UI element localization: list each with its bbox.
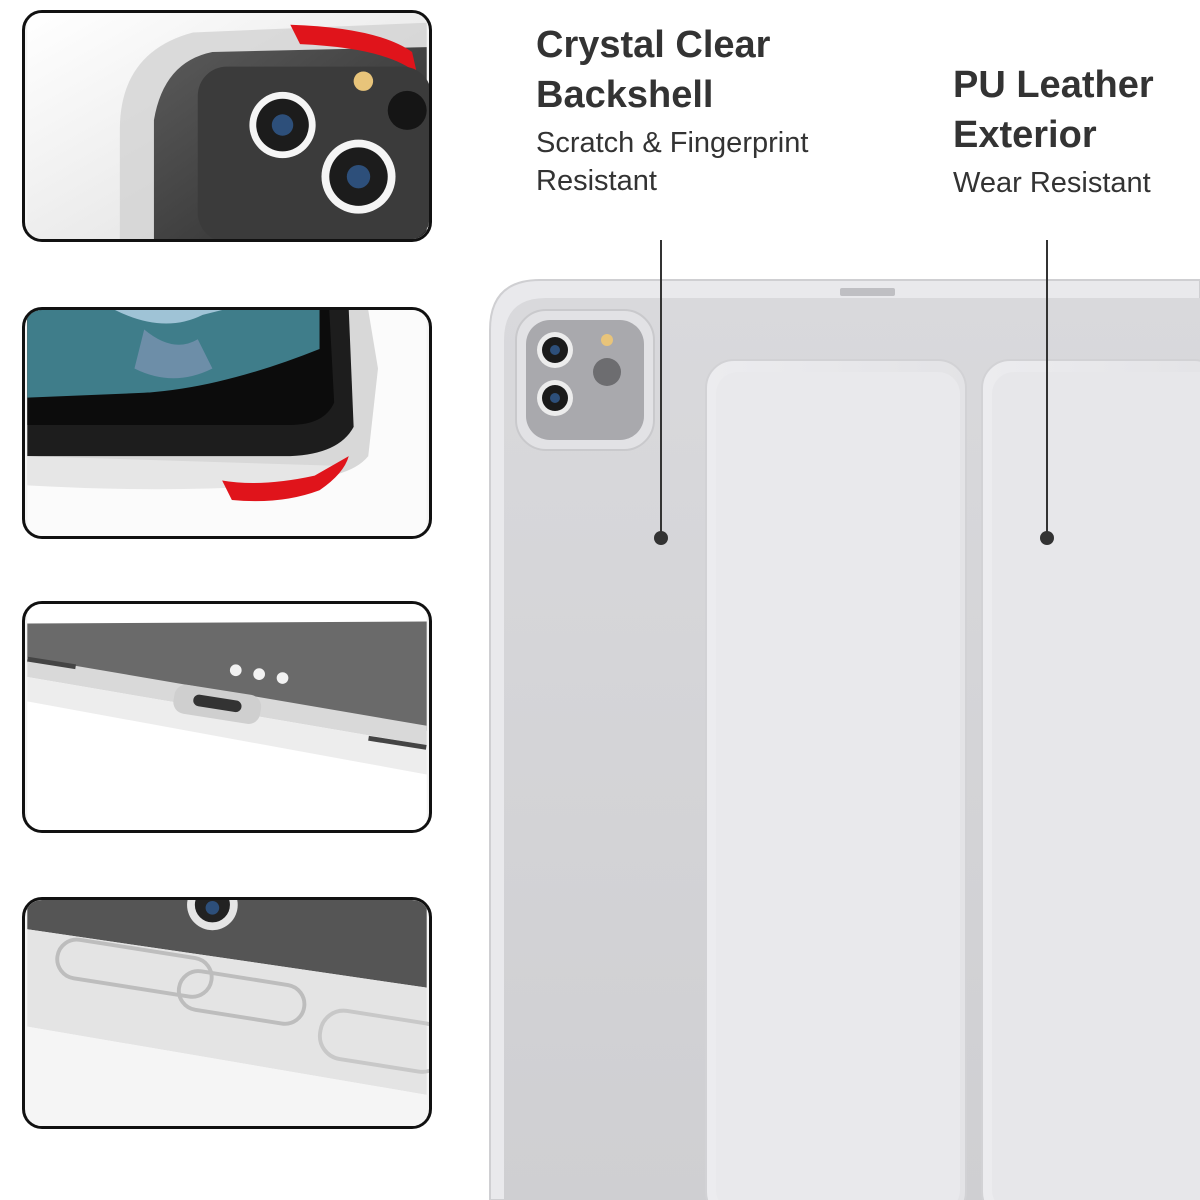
crystal-clear-subtitle-line1: Scratch & Fingerprint: [536, 127, 809, 159]
detail-thumb-port-edge: [22, 601, 432, 833]
pu-leather-title: PU Leather Exterior: [953, 60, 1193, 160]
crystal-clear-subtitle: Scratch & Fingerprint Resistant: [536, 124, 856, 200]
pu-leather-subtitle: Wear Resistant: [953, 164, 1193, 202]
speaker-grille: [840, 288, 895, 296]
crystal-callout-dot: [654, 531, 668, 545]
pu-leather-title-line1: PU Leather: [953, 64, 1154, 106]
pu-leather-title-line2: Exterior: [953, 114, 1097, 156]
crystal-clear-title-line2: Backshell: [536, 74, 714, 116]
crystal-clear-title: Crystal Clear Backshell: [536, 20, 836, 120]
pu-leather-subtitle-line1: Wear Resistant: [953, 167, 1151, 199]
screen-corner-image: [27, 310, 427, 536]
detail-thumb-camera-corner: [22, 10, 432, 242]
tablet-case-illustration: [489, 240, 1200, 1200]
leather-callout-dot: [1040, 531, 1054, 545]
crystal-clear-subtitle-line2: Resistant: [536, 165, 657, 197]
detail-thumb-screen-corner: [22, 307, 432, 539]
crystal-clear-title-line1: Crystal Clear: [536, 24, 771, 66]
port-edge-image: [27, 604, 427, 830]
button-edge-image: [27, 900, 429, 1126]
detail-thumb-button-edge: [22, 897, 432, 1129]
camera-corner-image: [27, 13, 429, 239]
tablet-case-product-image: [470, 240, 1200, 1200]
